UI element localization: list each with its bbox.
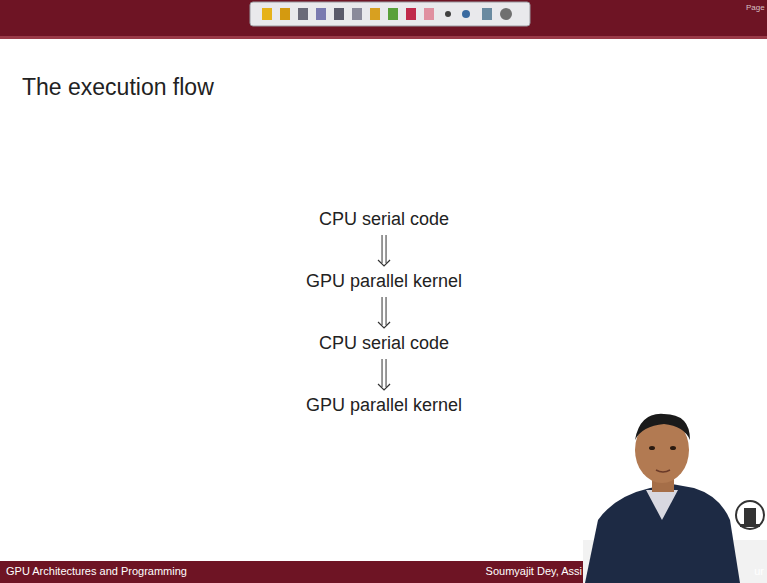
author-fragment: ur bbox=[754, 565, 764, 577]
double-arrow bbox=[378, 359, 390, 390]
step-text: GPU parallel kernel bbox=[306, 395, 462, 416]
institute-logo bbox=[736, 501, 764, 529]
step-text: CPU serial code bbox=[319, 209, 449, 230]
header-bar bbox=[0, 0, 767, 36]
double-arrow bbox=[378, 297, 390, 328]
presenter-video bbox=[583, 414, 767, 583]
toolbar bbox=[250, 2, 530, 26]
flow-step: CPU serial code bbox=[313, 331, 455, 356]
course-name: GPU Architectures and Programming bbox=[6, 565, 187, 577]
double-arrow bbox=[378, 235, 390, 266]
author-name: Soumyajit Dey, Assi bbox=[486, 565, 582, 577]
flow-step: GPU parallel kernel bbox=[300, 393, 468, 418]
flow-step: GPU parallel kernel bbox=[300, 269, 468, 294]
header-rule bbox=[0, 36, 767, 39]
flow-step: CPU serial code bbox=[313, 207, 455, 232]
page-tag: Page bbox=[746, 3, 765, 12]
step-text: CPU serial code bbox=[319, 333, 449, 354]
slide-title: The execution flow bbox=[22, 74, 214, 101]
step-text: GPU parallel kernel bbox=[306, 271, 462, 292]
